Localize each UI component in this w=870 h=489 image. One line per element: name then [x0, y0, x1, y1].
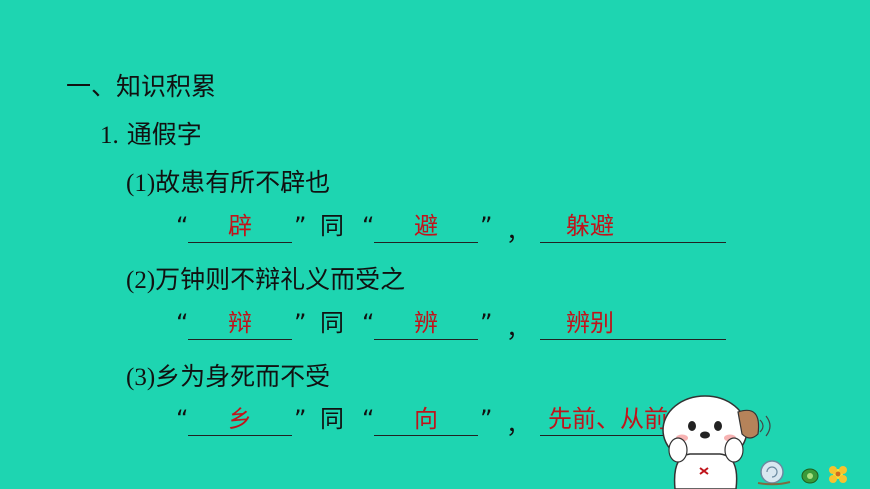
comma: ， [506, 315, 530, 343]
open-quote: “ [362, 309, 375, 337]
cartoon-dog-icon [662, 395, 847, 489]
subsection-title: 1. 通假字 [100, 122, 202, 148]
blank-line [374, 435, 478, 436]
answer-target: 避 [414, 212, 438, 240]
section-heading: 一、知识积累 [66, 72, 217, 101]
item-number: (3) [126, 364, 156, 391]
answer-word: 辩 [228, 309, 252, 337]
answer-word: 辟 [228, 212, 252, 240]
same-as-label: 同 [320, 309, 344, 337]
answer-word: 乡 [228, 405, 252, 433]
answer-meaning: 躲避 [566, 212, 614, 240]
open-quote: “ [362, 212, 375, 240]
blank-line [188, 435, 292, 436]
open-quote: “ [362, 405, 375, 433]
item-text: 故患有所不辟也 [155, 168, 331, 197]
close-quote: ” [294, 212, 307, 240]
open-quote: “ [176, 212, 189, 240]
same-as-label: 同 [320, 212, 344, 240]
blank-line [540, 242, 726, 243]
close-quote: ” [480, 309, 493, 337]
blank-line [374, 339, 478, 340]
blank-line [540, 435, 726, 436]
flower-icon [829, 466, 847, 483]
open-quote: “ [176, 309, 189, 337]
answer-meaning: 先前、从前 [548, 405, 668, 433]
close-quote: ” [480, 405, 493, 433]
blank-line [540, 339, 726, 340]
item-number: (1) [126, 170, 156, 197]
close-quote: ” [480, 212, 493, 240]
item-sentence: (2)万钟则不辩礼义而受之 [126, 267, 405, 293]
leaf-icon [801, 468, 819, 484]
answer-meaning: 辨别 [566, 309, 614, 337]
blank-line [188, 242, 292, 243]
answer-target: 辨 [414, 309, 438, 337]
fill-row: “ 辩 ” 同 “ 辨 ” ， 辨别 [0, 309, 870, 345]
answer-target: 向 [414, 405, 438, 433]
item-number: (2) [126, 267, 156, 294]
open-quote: “ [176, 405, 189, 433]
item-sentence: (1)故患有所不辟也 [126, 170, 330, 196]
comma: ， [506, 411, 530, 439]
same-as-label: 同 [320, 405, 344, 433]
item-sentence: (3)乡为身死而不受 [126, 364, 330, 390]
fill-row: “ 乡 ” 同 “ 向 ” ， 先前、从前 [0, 405, 870, 441]
item-text: 万钟则不辩礼义而受之 [155, 265, 406, 294]
blank-line [188, 339, 292, 340]
snail-icon [757, 460, 791, 486]
item-text: 乡为身死而不受 [155, 362, 331, 391]
close-quote: ” [294, 405, 307, 433]
subsection-number: 1. [100, 122, 119, 149]
blank-line [374, 242, 478, 243]
subsection-text: 通假字 [126, 120, 202, 149]
close-quote: ” [294, 309, 307, 337]
fill-row: “ 辟 ” 同 “ 避 ” ， 躲避 [0, 212, 870, 248]
comma: ， [506, 218, 530, 246]
